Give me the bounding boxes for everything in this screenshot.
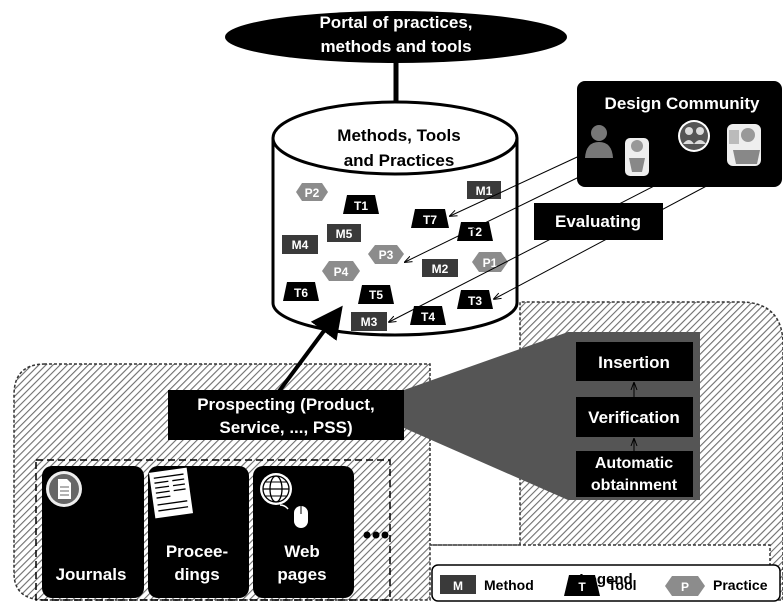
item-label: T5 <box>369 288 383 302</box>
tool-shape <box>457 222 493 241</box>
legend-method-symbol <box>440 575 476 594</box>
repository-title-line1: Methods, Tools <box>337 126 460 145</box>
legend-method-letter: M <box>453 579 463 593</box>
tool-shape <box>343 195 379 214</box>
practice-shape <box>368 245 404 264</box>
insertion-step <box>576 342 693 381</box>
tool-shape <box>410 306 446 325</box>
process-steps: Insertion Verification Automatic obtainm… <box>576 342 693 497</box>
item-label: T6 <box>294 286 308 300</box>
portal-title-line1: Portal of practices, <box>319 13 472 32</box>
method-shape <box>282 235 318 254</box>
item-label: T7 <box>423 213 437 227</box>
legend-tool-letter: T <box>578 580 586 594</box>
item-label: M3 <box>361 315 378 329</box>
automatic-obtainment-step <box>576 451 693 497</box>
item-label: M2 <box>432 262 449 276</box>
web-pages-label-line2: pages <box>277 565 326 584</box>
item-label: T1 <box>354 199 368 213</box>
prospecting-box: Prospecting (Product, Service, ..., PSS) <box>168 390 404 440</box>
source-proceedings: Procee- dings <box>148 466 249 598</box>
prospecting-line2: Service, ..., PSS) <box>219 418 352 437</box>
repository-items: P2 T1 M1 T7 M5 T2 M4 P3 M2 P1 P4 T6 <box>282 181 508 331</box>
evaluating-label: Evaluating <box>555 212 641 231</box>
automatic-label-line2: obtainment <box>591 477 678 494</box>
legend-tool-label: Tool <box>608 577 637 593</box>
community-title: Design Community <box>605 94 760 113</box>
practice-shape <box>296 183 328 201</box>
document-icon <box>46 471 82 507</box>
group-icon <box>678 120 710 152</box>
repository-title-line2: and Practices <box>344 151 455 170</box>
legend-practice-letter: P <box>681 580 689 594</box>
item-label: M1 <box>476 184 493 198</box>
source-journals: Journals <box>42 466 144 598</box>
repository-cylinder: Methods, Tools and Practices <box>271 100 519 337</box>
tool-shape <box>411 209 449 228</box>
tool-shape <box>283 282 319 301</box>
legend-method-label: Method <box>484 577 534 593</box>
insertion-label: Insertion <box>598 353 670 372</box>
item-label: T3 <box>468 294 482 308</box>
newspaper-icon <box>148 467 194 519</box>
item-label: T4 <box>421 310 435 324</box>
web-pages-label-line1: Web <box>284 542 320 561</box>
method-shape <box>327 224 361 242</box>
item-label: T2 <box>468 225 482 239</box>
item-label: M5 <box>336 227 353 241</box>
proceedings-label-line2: dings <box>174 565 219 584</box>
tool-shape <box>358 285 394 304</box>
legend: Legend M Method T Tool P Practice <box>431 564 781 602</box>
more-sources-dots <box>363 531 389 539</box>
verification-label: Verification <box>588 408 680 427</box>
design-community: Design Community <box>577 81 782 187</box>
portal-title-line2: methods and tools <box>320 37 471 56</box>
legend-practice-label: Practice <box>713 577 768 593</box>
legend-tool-symbol <box>564 575 600 596</box>
proceedings-label-line1: Procee- <box>166 542 228 561</box>
prospecting-arrow <box>275 305 343 396</box>
legend-practice-symbol <box>665 576 705 596</box>
item-label: P4 <box>334 265 349 279</box>
practice-shape <box>472 252 508 272</box>
journals-label: Journals <box>56 565 127 584</box>
item-label: M4 <box>292 238 309 252</box>
sources-group <box>35 459 391 601</box>
source-web-pages: Web pages <box>253 466 354 598</box>
practice-shape <box>322 261 360 281</box>
globe-mouse-icon <box>260 473 308 528</box>
tool-shape <box>457 290 493 309</box>
engineer-icon <box>625 138 649 176</box>
item-label: P2 <box>305 186 320 200</box>
method-shape <box>422 259 458 277</box>
evaluating-box: Evaluating <box>534 203 663 240</box>
engineer-icon <box>727 124 761 166</box>
item-label: P3 <box>379 248 394 262</box>
item-label: P1 <box>483 256 498 270</box>
method-shape <box>467 181 501 199</box>
portal: Portal of practices, methods and tools <box>225 11 567 63</box>
method-shape <box>351 312 387 331</box>
automatic-label-line1: Automatic <box>595 455 673 472</box>
verification-step <box>576 397 693 437</box>
prospecting-line1: Prospecting (Product, <box>197 395 375 414</box>
person-icon <box>585 125 613 158</box>
